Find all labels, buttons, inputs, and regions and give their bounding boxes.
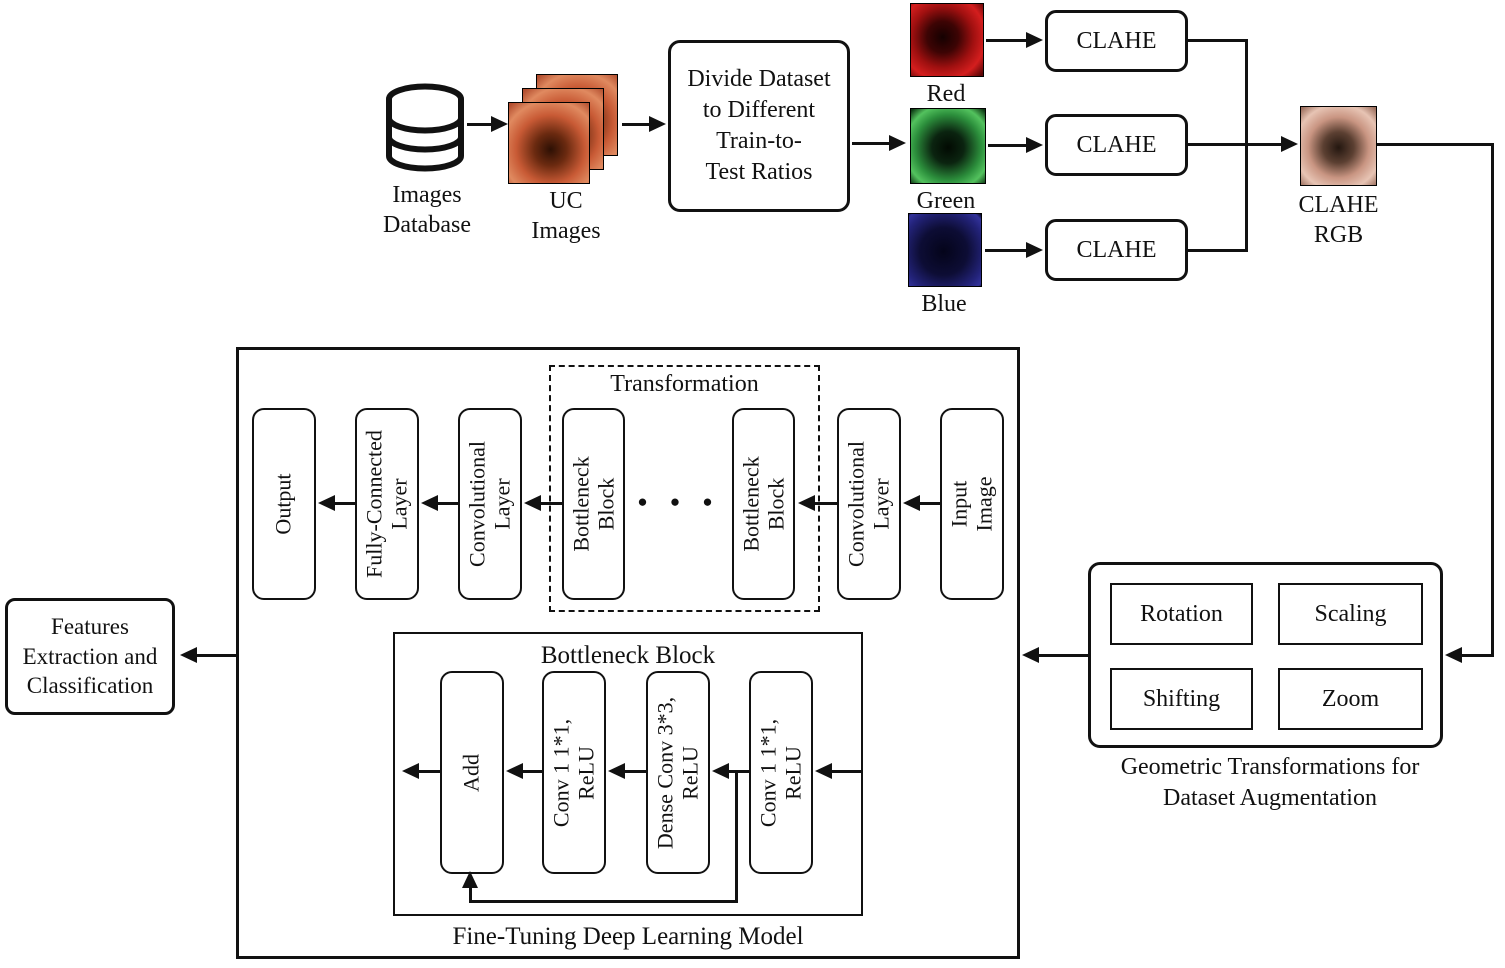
arrowhead-left xyxy=(1022,647,1039,663)
connector-line xyxy=(1491,143,1494,657)
transformation-group xyxy=(549,365,820,612)
arrowhead-left xyxy=(903,495,920,511)
connector-line xyxy=(812,502,837,505)
connector-line xyxy=(1460,654,1494,657)
connector-line xyxy=(622,123,651,126)
blue-channel-image xyxy=(908,213,982,287)
node-bottleneck-1: Bottleneck Block xyxy=(562,408,625,600)
connector-line xyxy=(985,249,1028,252)
clahe-box-red: CLAHE xyxy=(1045,10,1188,72)
node-conv-layer-left: Convolutional Layer xyxy=(458,408,522,600)
aug-item-shifting: Shifting xyxy=(1110,668,1253,730)
skip-connection-line xyxy=(469,886,472,902)
clahe-rgb-image xyxy=(1300,106,1377,186)
connector-line xyxy=(988,144,1028,147)
arrowhead-left xyxy=(506,763,523,779)
node-bottleneck-2: Bottleneck Block xyxy=(732,408,795,600)
connector-line xyxy=(852,142,891,145)
node-dense-conv: Dense Conv 3*3, ReLU xyxy=(646,671,710,874)
arrowhead-left xyxy=(608,763,625,779)
node-add: Add xyxy=(440,671,504,874)
arrowhead-right xyxy=(1026,137,1043,153)
model-container xyxy=(236,347,1020,959)
connector-line xyxy=(538,502,562,505)
bottleneck-detail-box xyxy=(393,632,863,916)
arrowhead-up xyxy=(462,871,478,888)
node-conv-layer-right: Convolutional Layer xyxy=(837,408,901,600)
aug-item-scaling: Scaling xyxy=(1278,583,1423,645)
clahe-rgb-label: CLAHE RGB xyxy=(1298,192,1379,248)
red-channel-label: Red xyxy=(926,81,966,107)
clahe-box-blue: CLAHE xyxy=(1045,219,1188,281)
red-channel-image xyxy=(910,3,984,77)
connector-line xyxy=(467,123,495,126)
node-conv1x1-left: Conv 1 1*1, ReLU xyxy=(542,671,606,874)
arrowhead-right xyxy=(1026,242,1043,258)
green-channel-label: Green xyxy=(916,188,976,214)
blue-channel-label: Blue xyxy=(921,291,967,317)
connector-line xyxy=(416,770,440,773)
bottleneck-title: Bottleneck Block xyxy=(540,642,716,669)
connector-line xyxy=(435,502,458,505)
connector-line xyxy=(1188,39,1248,42)
arrowhead-right xyxy=(1281,136,1298,152)
connector-line xyxy=(196,654,236,657)
ellipsis-dots: ● ● ● xyxy=(637,492,722,511)
aug-item-zoom: Zoom xyxy=(1278,668,1423,730)
skip-connection-line xyxy=(735,772,738,903)
connector-line xyxy=(622,770,646,773)
divide-dataset-box: Divide Dataset to Different Train-to- Te… xyxy=(668,40,850,212)
arrowhead-left xyxy=(421,495,438,511)
connector-line xyxy=(917,502,940,505)
arrowhead-left xyxy=(815,763,832,779)
features-box: Features Extraction and Classification xyxy=(5,598,175,715)
images-database-label: Images Database xyxy=(383,182,471,238)
arrowhead-right xyxy=(1026,32,1043,48)
connector-line xyxy=(1377,143,1494,146)
green-channel-image xyxy=(910,108,986,184)
connector-line xyxy=(1188,143,1283,146)
aug-item-rotation: Rotation xyxy=(1110,583,1253,645)
database-icon xyxy=(386,83,464,172)
node-conv1x1-right: Conv 1 1*1, ReLU xyxy=(749,671,813,874)
arrowhead-right xyxy=(491,116,508,132)
uc-image-thumb-front xyxy=(508,102,590,184)
connector-line xyxy=(1188,249,1248,252)
transformation-label: Transformation xyxy=(610,371,759,397)
arrowhead-left xyxy=(712,763,729,779)
connector-line xyxy=(1038,654,1088,657)
connector-line xyxy=(986,39,1028,42)
skip-connection-line xyxy=(469,900,738,903)
arrowhead-left xyxy=(318,495,335,511)
node-input-image: Input Image xyxy=(940,408,1004,600)
arrowhead-left xyxy=(402,763,419,779)
arrowhead-left xyxy=(180,647,197,663)
augmentation-caption: Geometric Transformations for Dataset Au… xyxy=(1120,754,1420,812)
connector-line xyxy=(520,770,542,773)
connector-line xyxy=(332,502,355,505)
fine-tuning-caption: Fine-Tuning Deep Learning Model xyxy=(452,923,804,950)
arrowhead-left xyxy=(1445,647,1462,663)
connector-line xyxy=(829,770,862,773)
arrowhead-right xyxy=(889,135,906,151)
node-fully-connected: Fully-Connected Layer xyxy=(355,408,419,600)
connector-line xyxy=(726,770,749,773)
clahe-box-green: CLAHE xyxy=(1045,114,1188,176)
arrowhead-right xyxy=(649,116,666,132)
uc-images-label: UC Images xyxy=(531,188,601,244)
arrowhead-left xyxy=(798,495,815,511)
node-output: Output xyxy=(252,408,316,600)
arrowhead-left xyxy=(524,495,541,511)
